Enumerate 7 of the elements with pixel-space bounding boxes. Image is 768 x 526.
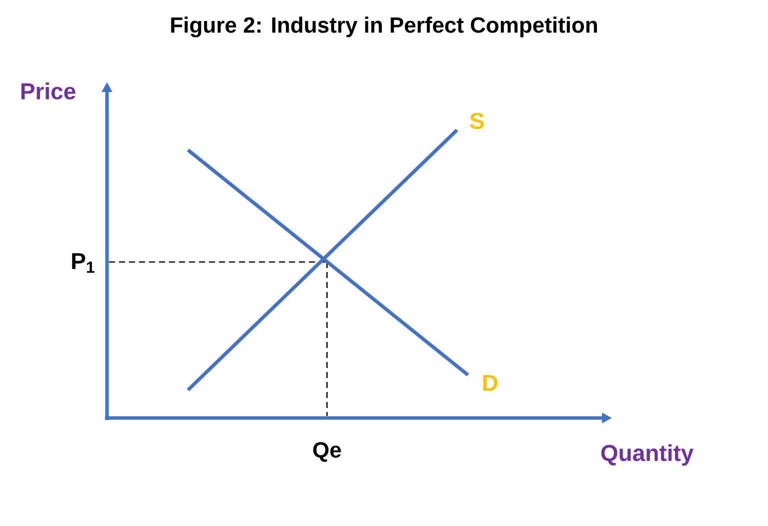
- axis-label: S: [470, 112, 484, 130]
- axis-label: Qe: [313, 442, 341, 462]
- axis-label: Price: [21, 82, 76, 100]
- axis-label: P$_{1}$: [72, 253, 94, 273]
- axis-label: Quantity: [601, 444, 694, 466]
- axis-label: D: [483, 375, 498, 391]
- title: Figure 2: Industry in Perfect Competition: [171, 16, 597, 38]
